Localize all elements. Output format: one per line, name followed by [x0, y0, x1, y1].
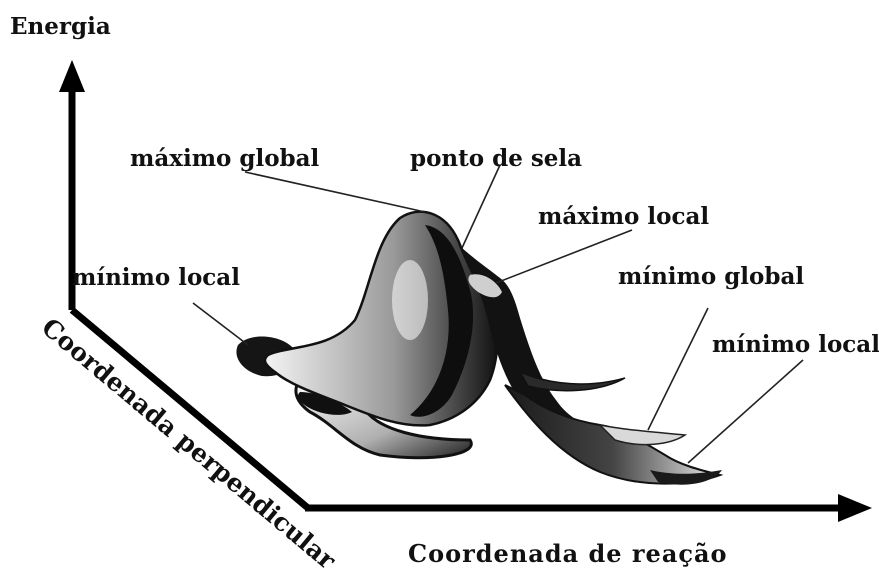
label-saddle-point: ponto de sela: [410, 145, 582, 172]
leader-global-min: [648, 308, 708, 430]
leader-local-min-right: [688, 360, 803, 463]
leader-local-min-left: [193, 303, 248, 345]
label-local-min-right: mínimo local: [712, 331, 879, 358]
leader-saddle-point: [462, 165, 500, 248]
reaction-axis: [305, 494, 872, 522]
reaction-axis-label: Coordenada de reação: [408, 539, 728, 568]
energy-surface: [236, 212, 722, 485]
energy-axis-label: Energia: [10, 13, 111, 40]
leader-global-max: [245, 172, 425, 212]
hill-highlight: [392, 260, 428, 340]
label-local-min-left: mínimo local: [72, 264, 240, 291]
label-global-max: máximo global: [130, 145, 320, 172]
label-local-max: máximo local: [538, 203, 709, 230]
label-global-min: mínimo global: [618, 263, 804, 290]
leader-local-max: [496, 230, 632, 283]
